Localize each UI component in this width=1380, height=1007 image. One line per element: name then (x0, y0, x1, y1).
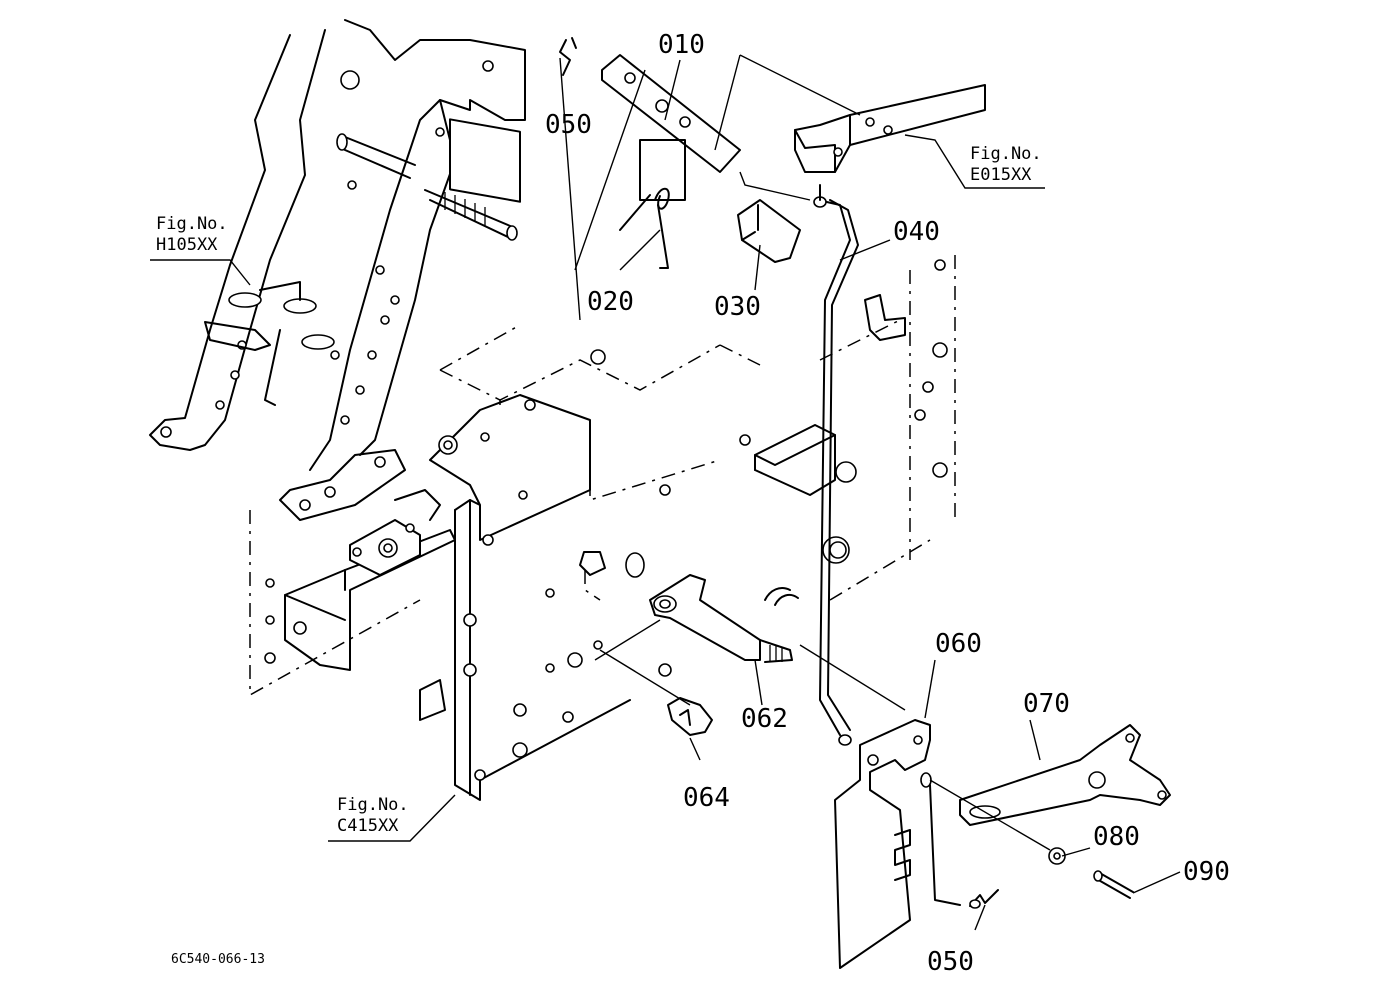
part-label-010: 010 (658, 30, 705, 60)
part-label-070: 070 (1023, 689, 1070, 719)
part-label-062: 062 (741, 704, 788, 734)
part-label-050-bottom: 050 (927, 947, 974, 977)
right-side-plate (864, 255, 956, 560)
figure-ref-c415: Fig.No. C415XX (337, 795, 409, 837)
drawing-code: 6C540-066-13 (171, 952, 265, 967)
left-lower-frame (249, 394, 672, 801)
shaft-group (579, 551, 799, 736)
figure-ref-h105: Fig.No. H105XX (156, 214, 228, 256)
part-label-020: 020 (587, 287, 634, 317)
axle-housing (439, 319, 931, 601)
figure-ref-e015-line1: Fig.No. (970, 144, 1042, 164)
part-label-080: 080 (1093, 822, 1140, 852)
upper-parts-group (559, 37, 986, 746)
part-label-090: 090 (1183, 857, 1230, 887)
figure-ref-c415-line1: Fig.No. (337, 795, 409, 815)
figure-ref-h105-line1: Fig.No. (156, 214, 228, 234)
figure-ref-c415-line2: C415XX (337, 816, 399, 836)
figure-ref-h105-line2: H105XX (156, 235, 218, 255)
part-label-060: 060 (935, 629, 982, 659)
part-label-064: 064 (683, 783, 730, 813)
part-label-030: 030 (714, 292, 761, 322)
part-label-050-top: 050 (545, 110, 592, 140)
left-upper-frame (149, 19, 526, 521)
leader-lines (150, 54, 1181, 931)
figure-ref-e015-line2: E015XX (970, 165, 1032, 185)
part-label-040: 040 (893, 217, 940, 247)
figure-ref-e015: Fig.No. E015XX (970, 144, 1042, 186)
